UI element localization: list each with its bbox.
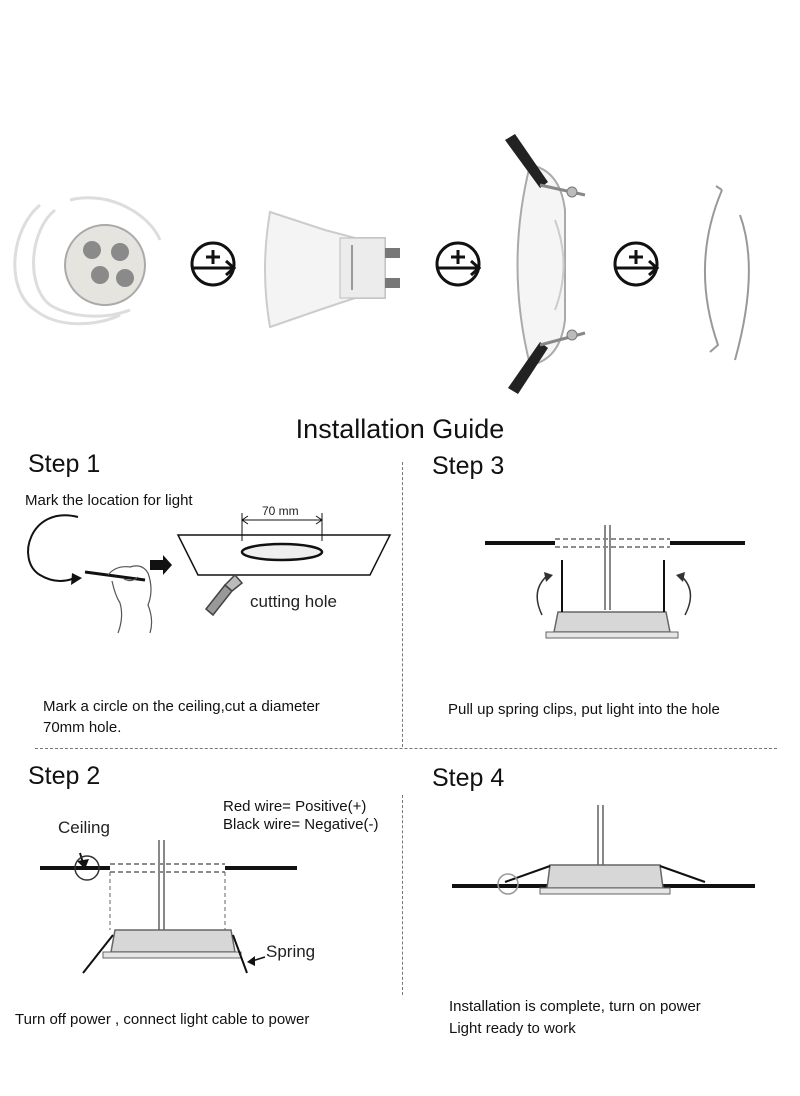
plus-arrow-icon bbox=[190, 241, 237, 287]
gu10-bulb-icon bbox=[264, 210, 400, 329]
step1-caption-line1: Mark a circle on the ceiling,cut a diame… bbox=[43, 698, 320, 715]
downlight-frame-icon bbox=[505, 134, 586, 394]
step4-title: Step 4 bbox=[432, 764, 505, 792]
step2-ceiling-label: Ceiling bbox=[58, 818, 110, 837]
guide-title: Installation Guide bbox=[295, 414, 505, 444]
gu10-socket-icon bbox=[13, 196, 162, 326]
step2-black-label: Black wire= Negative(-) bbox=[223, 816, 379, 833]
step4-illustration bbox=[450, 800, 760, 910]
step4-caption-line1: Installation is complete, turn on power bbox=[449, 998, 701, 1015]
plus-arrow-icon bbox=[435, 241, 482, 287]
step2-illustration bbox=[35, 835, 305, 980]
step2-spring-label: Spring bbox=[266, 942, 316, 961]
step2-red-label: Red wire= Positive(+) bbox=[223, 798, 367, 815]
knife-icon bbox=[204, 573, 244, 617]
step3-caption: Pull up spring clips, put light into the… bbox=[448, 701, 720, 718]
plus-arrow-icon bbox=[613, 241, 660, 287]
step1-mark-label: Mark the location for light bbox=[25, 492, 193, 509]
product-row bbox=[0, 120, 800, 410]
spring-ring-icon bbox=[703, 185, 750, 361]
vertical-divider bbox=[402, 795, 403, 995]
horizontal-divider bbox=[35, 748, 777, 749]
step1-illustration bbox=[20, 505, 400, 640]
step3-title: Step 3 bbox=[432, 452, 505, 480]
step2-title: Step 2 bbox=[28, 762, 101, 790]
vertical-divider bbox=[402, 462, 403, 747]
step3-illustration bbox=[480, 520, 750, 650]
step4-caption-line2: Light ready to work bbox=[449, 1020, 576, 1037]
step1-title: Step 1 bbox=[28, 450, 101, 478]
step2-caption: Turn off power , connect light cable to … bbox=[15, 1011, 310, 1028]
step1-cut-label: cutting hole bbox=[250, 592, 337, 611]
pencil-hand-icon bbox=[84, 565, 153, 634]
step1-measure-label: 70 mm bbox=[262, 504, 299, 518]
step1-caption-line2: 70mm hole. bbox=[43, 719, 122, 736]
